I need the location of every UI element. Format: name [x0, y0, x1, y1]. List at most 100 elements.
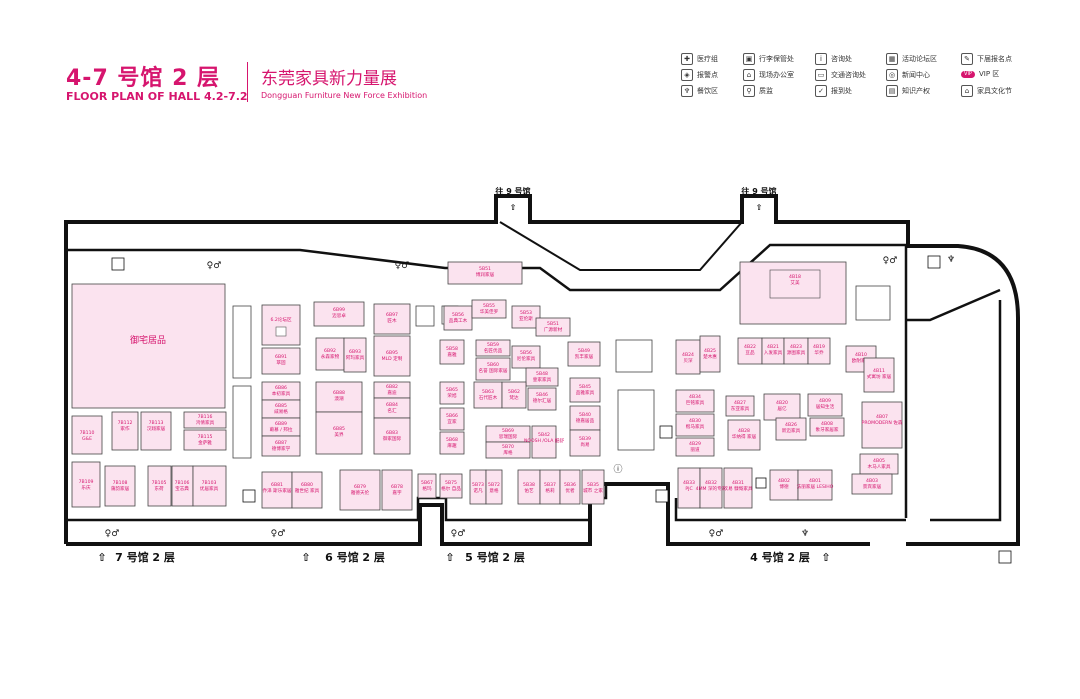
svg-text:格尔 自品: 格尔 自品	[441, 485, 461, 492]
svg-text:5B36: 5B36	[564, 482, 576, 488]
forum-area[interactable]: 6.2论坛区	[261, 304, 301, 346]
svg-text:6B85: 6B85	[333, 426, 345, 432]
svg-text:5B55: 5B55	[483, 303, 495, 309]
news-icon: ◎	[886, 69, 898, 81]
svg-text:德博家学: 德博家学	[272, 445, 291, 452]
svg-text:本初家具: 本初家具	[272, 390, 291, 397]
svg-text:4B03: 4B03	[866, 478, 878, 484]
svg-text:欢易 慷慨家具: 欢易 慷慨家具	[723, 485, 752, 492]
svg-text:4B34: 4B34	[689, 394, 701, 400]
svg-text:东亚家具: 东亚家具	[731, 405, 750, 412]
booth-yuzhai[interactable]: 御宅居品	[71, 283, 226, 409]
svg-text:5B40: 5B40	[579, 412, 591, 418]
svg-text:居亿: 居亿	[777, 405, 787, 412]
up-arrow-icon: ⇧	[510, 203, 517, 212]
